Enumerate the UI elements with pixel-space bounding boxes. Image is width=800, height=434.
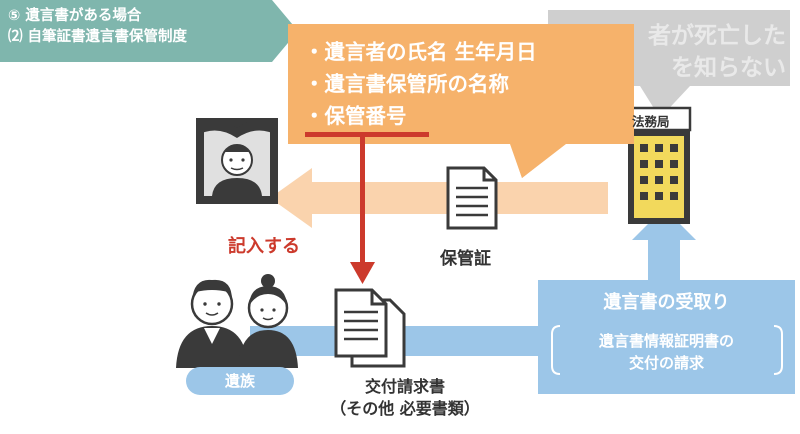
callout-list: ・遺言者の氏名 生年月日 ・遺言書保管所の名称 ・保管番号: [304, 36, 537, 132]
receive-sub-line2: 交付の請求: [628, 354, 704, 372]
label-kofu: 交付請求書 （その他 必要書類）: [330, 376, 480, 420]
label-kofu-line1: 交付請求書: [364, 377, 445, 396]
header-tag-line1: ⑤ 遺言書がある場合: [8, 8, 142, 24]
hokansho-document-icon: [446, 166, 498, 230]
receive-title: 遺言書の受取り: [603, 292, 730, 313]
family-icon: [176, 274, 298, 368]
label-kofu-line2: （その他 必要書類）: [330, 399, 480, 418]
deceased-portrait-icon: [196, 118, 278, 204]
callout-item-number: ・保管番号: [304, 104, 407, 128]
callout-item-name: ・遺言者の氏名 生年月日: [304, 40, 537, 64]
label-izoku: 遺族: [186, 367, 294, 395]
grey-bubble-line1: 者が死亡した: [648, 23, 786, 49]
header-tag-shape: [0, 0, 298, 62]
receive-subtitle: 遺言書情報証明書の 交付の請求: [538, 330, 795, 374]
header-tag-line2: ⑵ 自筆証書遺言書保管制度: [8, 29, 188, 45]
receive-sub-line1: 遺言書情報証明書の: [598, 332, 734, 350]
label-houmukyoku: 法務局: [632, 114, 670, 129]
grey-bubble-line2: を知らない: [671, 55, 786, 81]
houmukyoku-building-icon: [622, 106, 692, 224]
callout-box-overlay: [288, 24, 634, 178]
header-tag: ⑤ 遺言書がある場合 ⑵ 自筆証書遺言書保管制度: [8, 6, 187, 48]
receive-box: [538, 280, 795, 394]
receive-brackets-overlay: [551, 325, 783, 375]
label-kinyu: 記入する: [228, 236, 300, 257]
grey-bubble-text: 者が死亡した を知らない: [598, 20, 786, 84]
callout-item-office: ・遺言書保管所の名称: [304, 72, 509, 96]
label-hokansho: 保管証: [440, 249, 491, 269]
kofu-document-icon: [334, 288, 406, 368]
